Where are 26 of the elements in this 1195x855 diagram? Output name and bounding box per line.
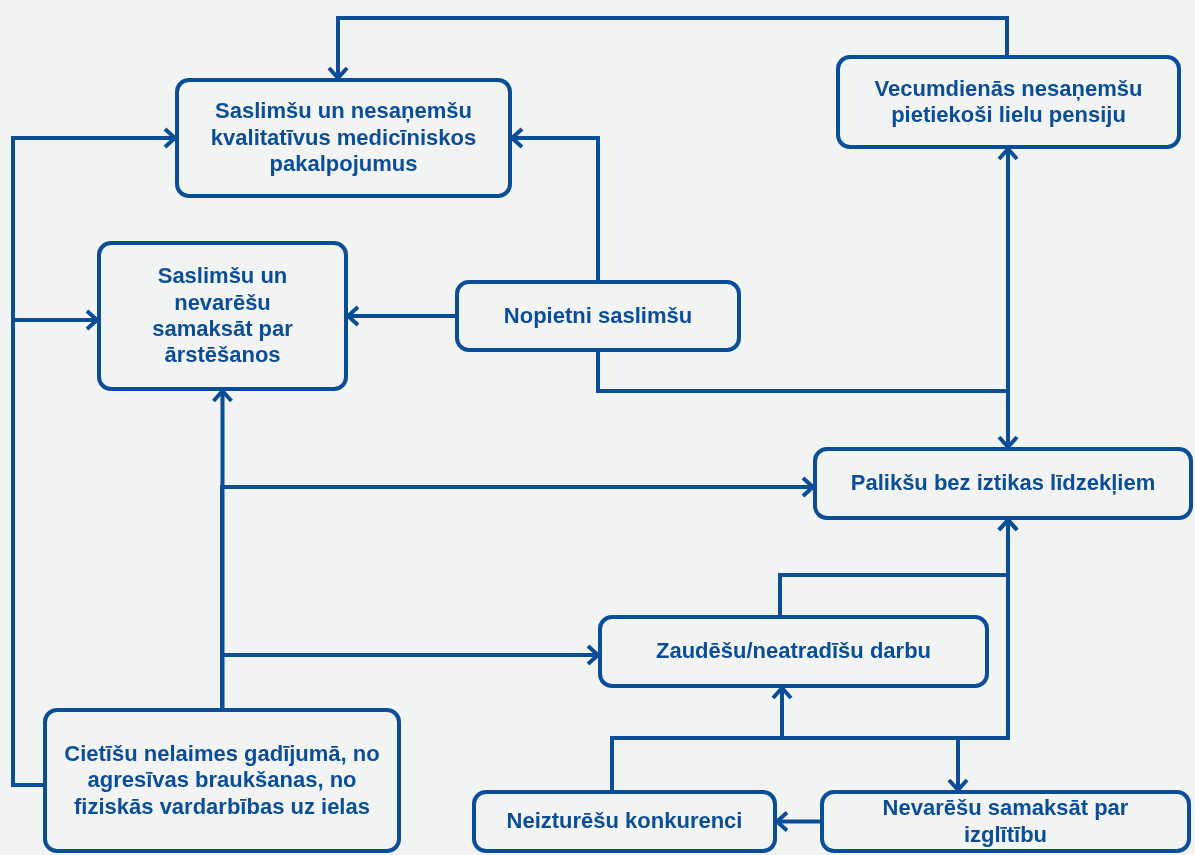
arrow bbox=[11, 309, 99, 787]
node-label: Vecumdienās nesaņemšu pietiekoši lielu pensiju bbox=[873, 75, 1144, 129]
process-box bbox=[455, 280, 741, 352]
process-box bbox=[175, 78, 512, 198]
arrow bbox=[346, 305, 455, 327]
node-label: Saslimšu un nesaņemšu kvalitatīvus medicīniskos pakalpojumus bbox=[209, 98, 478, 178]
arrow bbox=[220, 644, 600, 708]
node-label: Cietīšu nelaimes gadījumā, no agresīvas braukšanas, no fiziskās vardarbības uz ielas bbox=[63, 740, 381, 821]
process-box bbox=[820, 790, 1191, 853]
arrow bbox=[775, 810, 820, 833]
node-label: Nevarēšu samaksāt par izglītību bbox=[881, 795, 1130, 848]
arrow bbox=[596, 147, 1019, 393]
process-box bbox=[836, 55, 1181, 149]
arrow bbox=[510, 127, 600, 280]
process-box bbox=[813, 447, 1193, 520]
process-box bbox=[472, 790, 777, 853]
process-box bbox=[43, 708, 401, 853]
node-label: Zaudēšu/neatradīšu darbu bbox=[655, 638, 932, 665]
arrow bbox=[327, 16, 1009, 80]
node-label: Neizturēšu konkurenci bbox=[506, 808, 743, 835]
process-box bbox=[97, 241, 348, 391]
arrow bbox=[211, 389, 234, 708]
process-box bbox=[598, 615, 989, 688]
node-label: Palikšu bez iztikas līdzekļiem bbox=[850, 470, 1156, 497]
node-label: Saslimšu un nevarēšu samaksāt par ārstēšanos bbox=[151, 263, 294, 369]
node-label: Nopietni saslimšu bbox=[503, 302, 693, 330]
